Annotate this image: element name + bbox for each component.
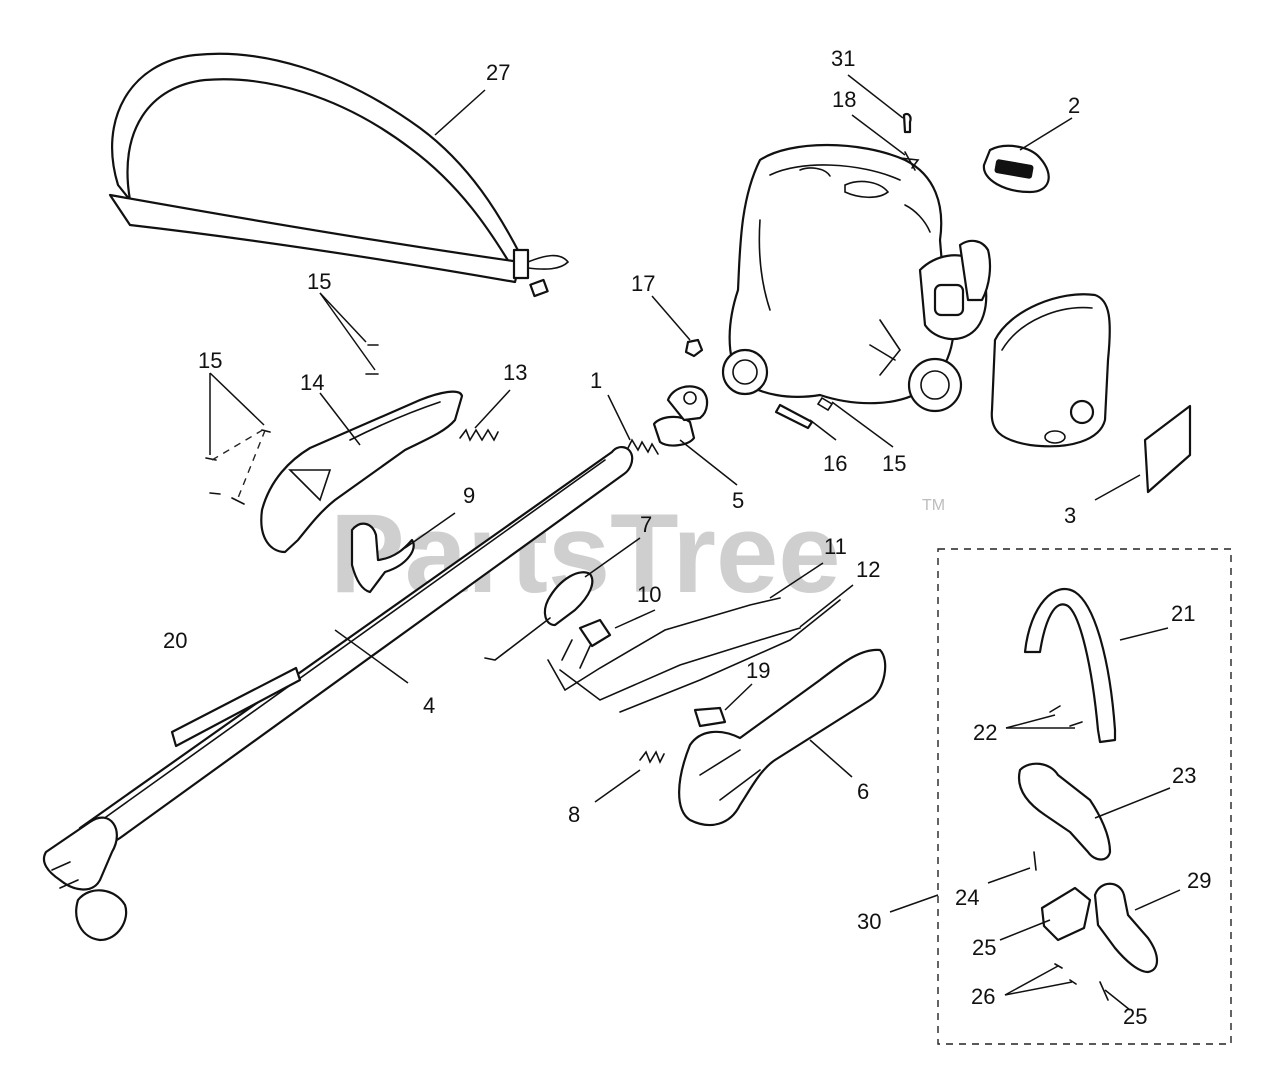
callout-29: 27 [486,60,510,85]
callout-30: 30 [857,909,881,934]
callout-4: 4 [423,693,435,718]
part-25-27-fasteners [1033,851,1109,1001]
callout-5: 5 [732,488,744,513]
callout-28: 29 [1187,868,1211,893]
air-filter-cover [990,293,1111,448]
part-20-gasket [693,706,727,728]
part-6-rear-housing [678,648,887,827]
callout-9: 9 [463,483,475,508]
callout-8: 8 [568,802,580,827]
part-2-logo-plate [982,144,1050,194]
part-11-12-cables [547,597,841,713]
callout-25-left: 24 [955,885,979,910]
part-22-loop-handle [1023,587,1117,744]
callout-14: 14 [300,370,324,395]
callout-1: 1 [590,368,602,393]
callout-16: 15 [882,451,906,476]
kit-30-dashed-box [937,548,1232,1045]
part-9-trigger [350,522,415,594]
callout-3: 3 [1064,503,1076,528]
callout-12: 12 [856,557,880,582]
callout-15-top: 15 [307,269,331,294]
part-13-spring [459,428,499,442]
part-3-decal [1143,404,1192,494]
callout-15-left: 15 [198,348,222,373]
callout-19: 18 [832,87,856,112]
callout-17: 16 [823,451,847,476]
part-14-handle-housing [260,390,464,554]
callout-6: 6 [857,779,869,804]
part-23-screws [1049,705,1083,727]
part-15-fasteners [205,344,379,505]
callout-20: 19 [746,658,770,683]
engine-assembly [721,143,992,413]
callout-23: 22 [973,720,997,745]
callout-25-right: 25 [1123,1004,1147,1029]
part-24-bracket [1017,762,1112,861]
callout-10: 10 [637,582,661,607]
part-29-shoulder-strap [108,52,570,298]
strap-buckle [512,248,530,280]
part-21-label [170,666,302,748]
callout-21: 20 [163,628,187,653]
small-fasteners-engine [684,112,920,430]
callout-labels: 27 2 31 18 3 17 1 5 16 15 13 14 15 15 9 … [163,46,1211,1029]
callout-27: 26 [971,984,995,1009]
callout-11: 11 [824,534,847,559]
callout-13: 13 [503,360,527,385]
callout-26: 25 [972,935,996,960]
leader-lines [209,74,1181,1011]
part-26-clamp [1040,886,1092,942]
part-1-5-spring-clamp [627,385,709,455]
callout-31: 31 [831,46,855,71]
trademark-mark: TM [922,497,945,514]
callout-22: 21 [1171,601,1195,626]
part-28-bracket [1093,882,1159,974]
callout-24: 23 [1172,763,1196,788]
part-8-spring [639,750,665,764]
callout-7: 7 [640,512,652,537]
callout-2: 2 [1068,93,1080,118]
part-10-switch [561,618,612,669]
part-7-grip [484,571,594,661]
callout-18: 17 [631,271,655,296]
